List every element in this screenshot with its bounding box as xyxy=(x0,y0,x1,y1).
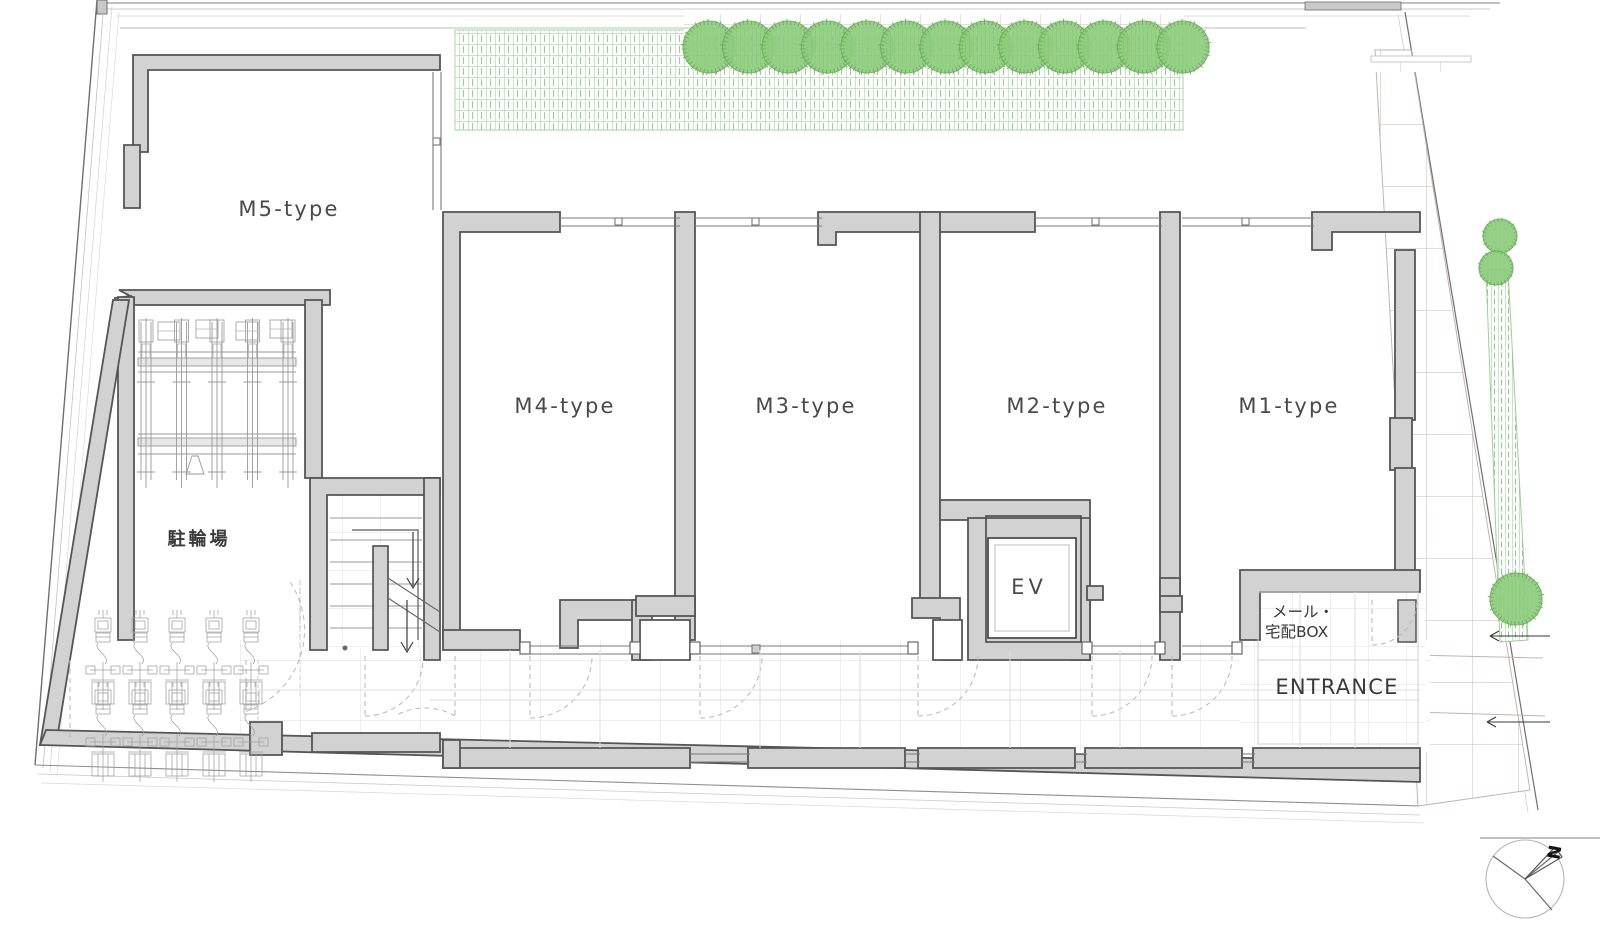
window-openings xyxy=(432,72,1314,763)
corridor-grid xyxy=(248,592,1420,748)
bicycle-icon xyxy=(233,682,269,782)
tree-icon xyxy=(1477,249,1514,286)
elevator-cab xyxy=(985,515,1082,643)
north-arrow-icon xyxy=(1480,837,1600,919)
tree-icon xyxy=(996,18,1054,75)
tree-icon xyxy=(1036,18,1093,75)
bicycle-icon xyxy=(122,682,158,782)
bicycle-parking-label: 駐輪場 xyxy=(167,529,231,550)
bicycle-rack-upper xyxy=(137,318,297,488)
bicycle-icon xyxy=(196,682,232,782)
tree-group-east xyxy=(1477,217,1545,627)
mailbox-label-line1: メール・ xyxy=(1272,603,1335,621)
bicycle-icon xyxy=(85,610,121,710)
bicycle-symbols xyxy=(85,610,269,782)
mailbox-label-line2: 宅配BOX xyxy=(1265,623,1329,641)
tree-icon xyxy=(1487,570,1545,627)
parking-guide-lines xyxy=(257,580,301,730)
tree-icon xyxy=(838,18,896,75)
mailbox-room xyxy=(1257,591,1419,745)
tree-icon xyxy=(1075,18,1133,75)
staircase xyxy=(330,498,441,654)
entrance-label: ENTRANCE xyxy=(1275,675,1399,699)
bicycle-icon xyxy=(196,610,232,710)
tree-icon xyxy=(1481,217,1518,254)
bicycle-icon xyxy=(159,610,195,710)
tree-row-north xyxy=(680,18,1212,75)
tree-icon xyxy=(1154,18,1212,75)
bicycle-icon xyxy=(159,682,195,782)
bicycle-icon xyxy=(85,682,121,782)
tree-icon xyxy=(917,18,975,75)
tree-icon xyxy=(799,18,856,75)
